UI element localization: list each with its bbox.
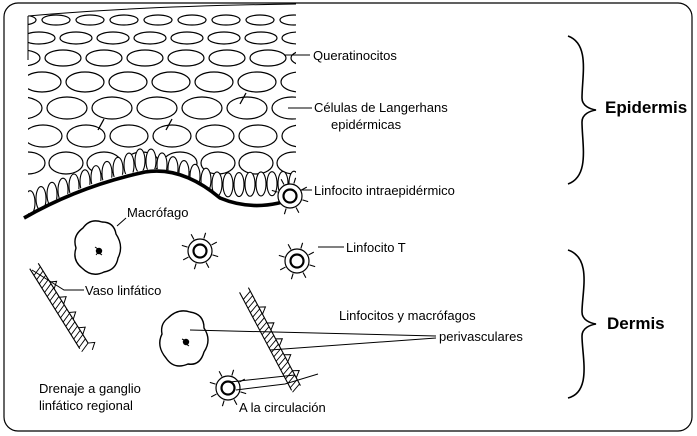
lymphocyte-cell [279,243,315,279]
perivascular-label-line2: perivasculares [439,329,523,344]
dermis-layer-label: Dermis [607,314,665,334]
epidermis-brace [568,36,596,184]
epidermis-tissue [2,15,327,215]
intraepidermal-lymphocyte-label: Linfocito intraepidérmico [314,183,455,198]
macrophage-label: Macrófago [127,205,188,220]
drainage-label-line1: Drenaje a ganglio [39,381,141,396]
circulation-label: A la circulación [239,400,326,415]
t-lymphocyte-label: Linfocito T [346,240,406,255]
lymphocyte-cell [182,233,218,269]
lymphatic-vessel-label: Vaso linfático [85,283,161,298]
langerhans-label-line1: Células de Langerhans [314,100,448,115]
drainage-label-line2: linfático regional [39,398,133,413]
diagram-frame [4,3,692,431]
macrophage-perivascular [160,311,208,366]
langerhans-label-line2: epidérmicas [331,117,401,132]
perivascular-label-line1: Linfocitos y macrófagos [339,308,476,323]
keratinocytes-label: Queratinocitos [313,48,397,63]
lymphocyte-group [182,178,315,406]
lymphatic-vessel [240,288,301,393]
dermis-brace [568,250,596,398]
epidermis-layer-label: Epidermis [605,98,687,118]
macrophage-upper [75,221,121,274]
lymphatic-vessel [30,263,95,351]
